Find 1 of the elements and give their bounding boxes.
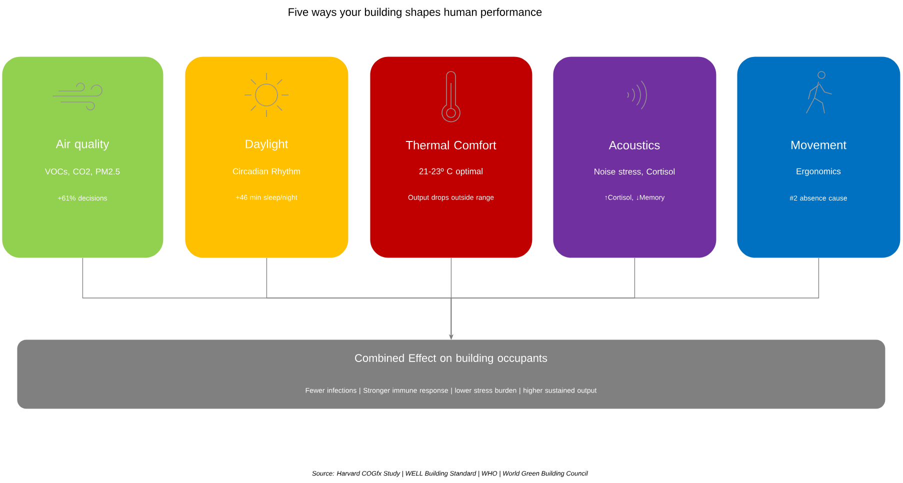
title: Five ways your building shapes human performance bbox=[288, 8, 542, 18]
